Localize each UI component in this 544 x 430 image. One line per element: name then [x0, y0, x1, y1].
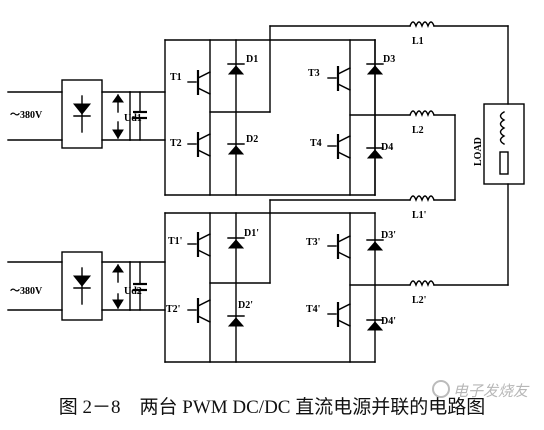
diode-label-d3-prime: D3' [381, 230, 396, 241]
switch-label-t1: T1 [170, 72, 182, 83]
switch-label-t1-prime: T1' [168, 236, 183, 247]
inductor-label-l2-prime: L2' [412, 295, 427, 306]
switch-label-t4: T4 [310, 138, 322, 149]
diode-label-d4-prime: D4' [381, 316, 396, 327]
switch-label-t2: T2 [170, 138, 182, 149]
rectifier-bridge-1 [61, 79, 103, 149]
watermark-text: 电子发烧友 [452, 383, 528, 400]
switch-label-t3: T3 [308, 68, 320, 79]
diode-label-d2: D2 [246, 134, 258, 145]
dc-link-label-1: Ud1 [124, 113, 142, 124]
inductor-label-l2: L2 [412, 125, 424, 136]
inductor-label-l1: L1 [412, 36, 424, 47]
switch-label-t3-prime: T3' [306, 237, 321, 248]
rectifier-bridge-2 [61, 251, 103, 321]
watermark: 电子发烧友 [431, 380, 528, 401]
diode-label-d4: D4 [381, 142, 393, 153]
figure-caption: 图 2－8 两台 PWM DC/DC 直流电源并联的电路图 [58, 397, 486, 418]
diode-label-d1: D1 [246, 54, 258, 65]
diode-label-d2-prime: D2' [238, 300, 253, 311]
converter-unit-1: ～380V Ud1 T1 [7, 21, 509, 196]
load-box [483, 103, 525, 185]
watermark-logo-icon [431, 380, 450, 398]
dc-link-label-2: Ud2 [124, 286, 142, 297]
converter-unit-2: ～380V Ud2 T1' T2' [7, 195, 509, 363]
switch-label-t4-prime: T4' [306, 304, 321, 315]
ac-source-label-2: ～380V [10, 286, 43, 297]
shared-load: LOAD [454, 25, 525, 286]
switch-label-t2-prime: T2' [166, 304, 181, 315]
ac-source-label-1: ～380V [10, 110, 43, 121]
inductor-label-l1-prime: L1' [412, 210, 427, 221]
load-label: LOAD [473, 137, 484, 166]
diode-label-d3: D3 [383, 54, 395, 65]
diode-label-d1-prime: D1' [244, 228, 259, 239]
